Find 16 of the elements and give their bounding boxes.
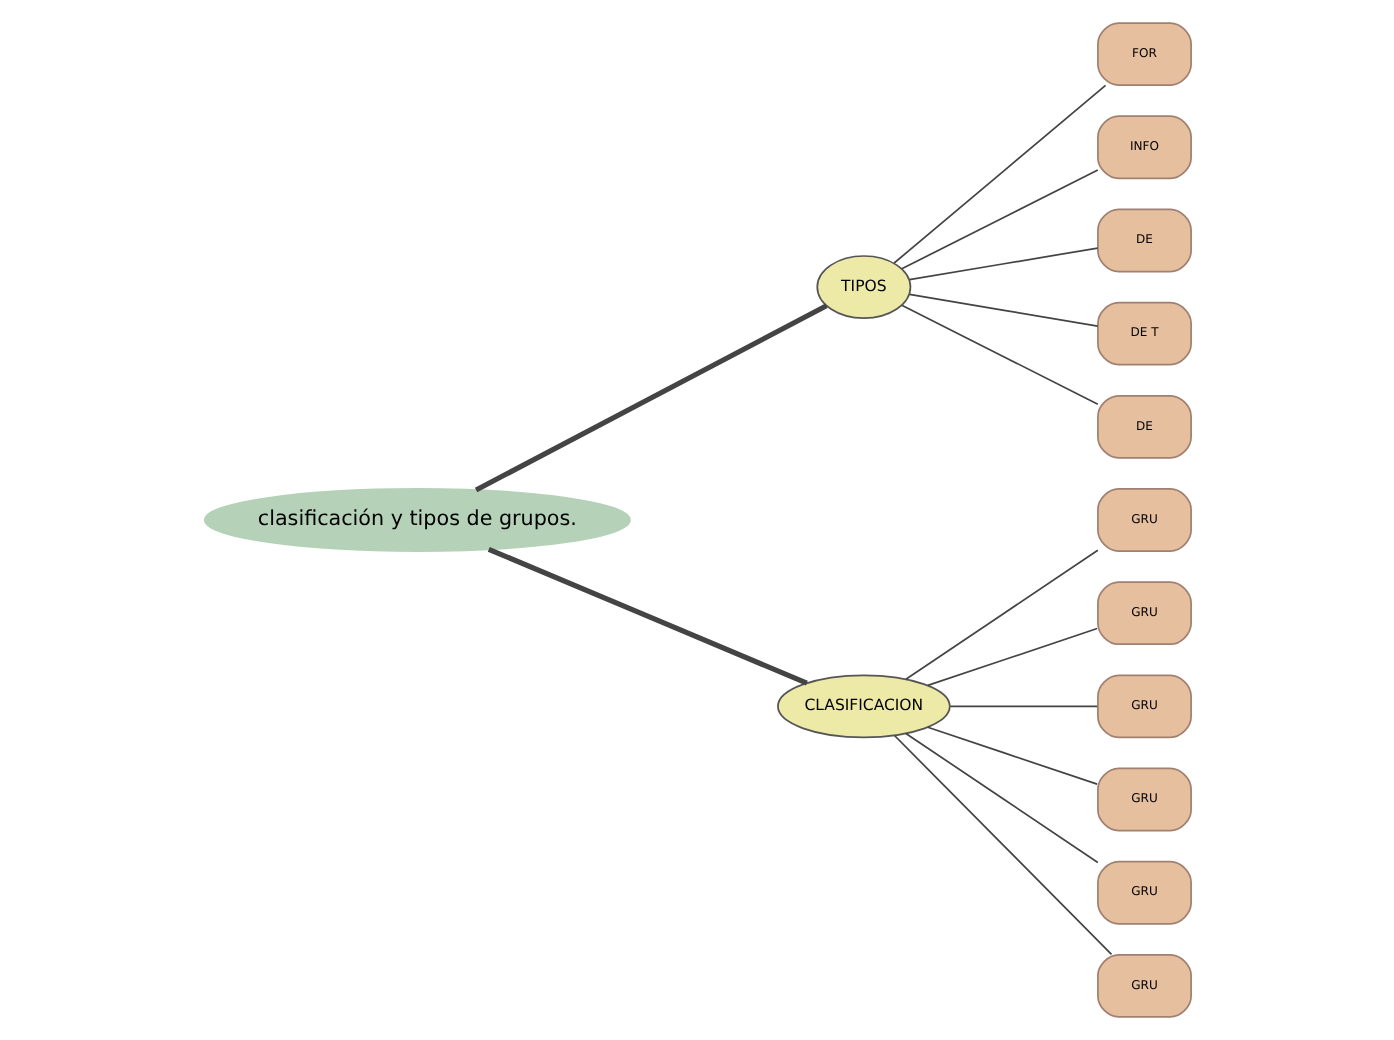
connector bbox=[486, 546, 807, 686]
connector bbox=[904, 732, 1098, 864]
node-ellipse: clasificación y tipos de grupos. bbox=[202, 488, 630, 552]
connector bbox=[925, 726, 1098, 786]
connector bbox=[904, 549, 1098, 681]
connector bbox=[892, 84, 1106, 264]
connector bbox=[925, 627, 1098, 687]
connector bbox=[892, 734, 1112, 956]
node-ellipse: TIPOS bbox=[815, 255, 911, 319]
connector bbox=[899, 304, 1098, 405]
connector bbox=[907, 247, 1098, 281]
connector bbox=[907, 293, 1098, 327]
connector bbox=[473, 303, 827, 493]
connector bbox=[899, 169, 1098, 270]
node-ellipse: CLASIFICACION bbox=[776, 674, 950, 739]
connector bbox=[948, 705, 1098, 708]
